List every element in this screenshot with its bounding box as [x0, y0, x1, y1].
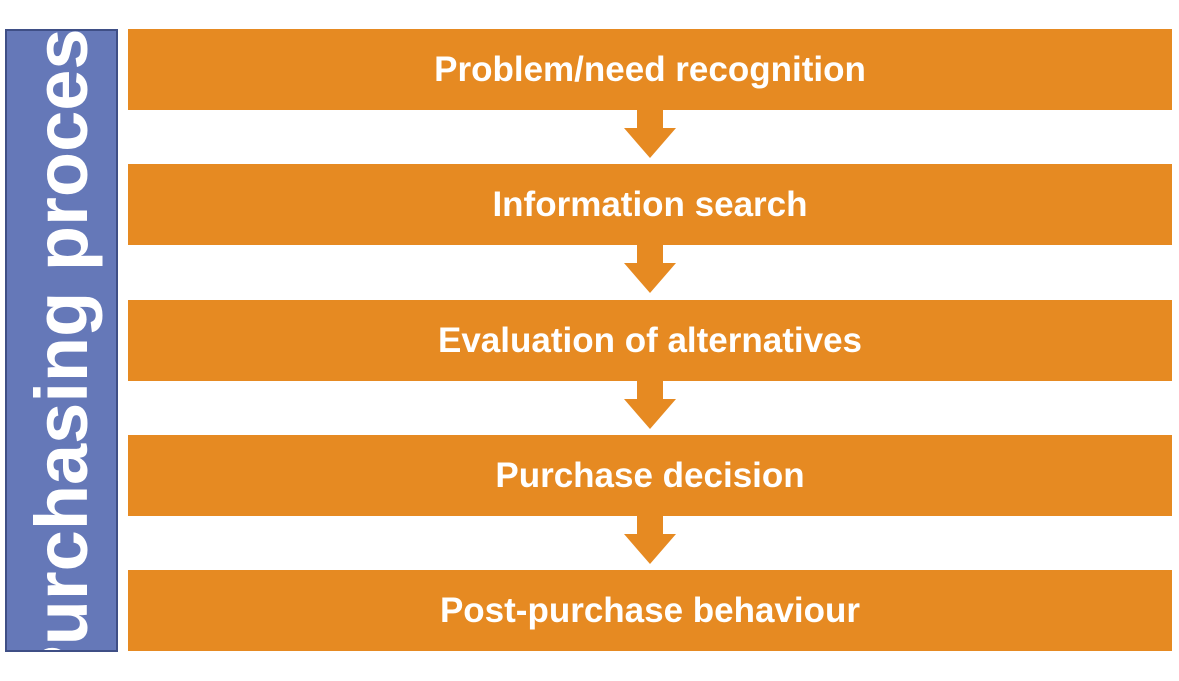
stage-label: Problem/need recognition — [434, 50, 866, 89]
stage-problem-recognition: Problem/need recognition — [128, 29, 1172, 110]
stage-post-purchase-behaviour: Post-purchase behaviour — [128, 570, 1172, 651]
stage-information-search: Information search — [128, 164, 1172, 245]
stage-purchase-decision: Purchase decision — [128, 435, 1172, 516]
down-arrow-icon — [624, 516, 676, 564]
side-title: Purchasing process — [19, 29, 103, 652]
side-title-box: Purchasing process — [5, 29, 118, 652]
stage-label: Purchase decision — [495, 456, 805, 495]
stage-label: Information search — [492, 185, 808, 224]
stage-label: Post-purchase behaviour — [439, 591, 861, 630]
stage-label: Evaluation of alternatives — [437, 321, 863, 360]
down-arrow-icon — [624, 110, 676, 158]
down-arrow-icon — [624, 381, 676, 429]
down-arrow-icon — [624, 245, 676, 293]
stage-evaluation-of-alternatives: Evaluation of alternatives — [128, 300, 1172, 381]
